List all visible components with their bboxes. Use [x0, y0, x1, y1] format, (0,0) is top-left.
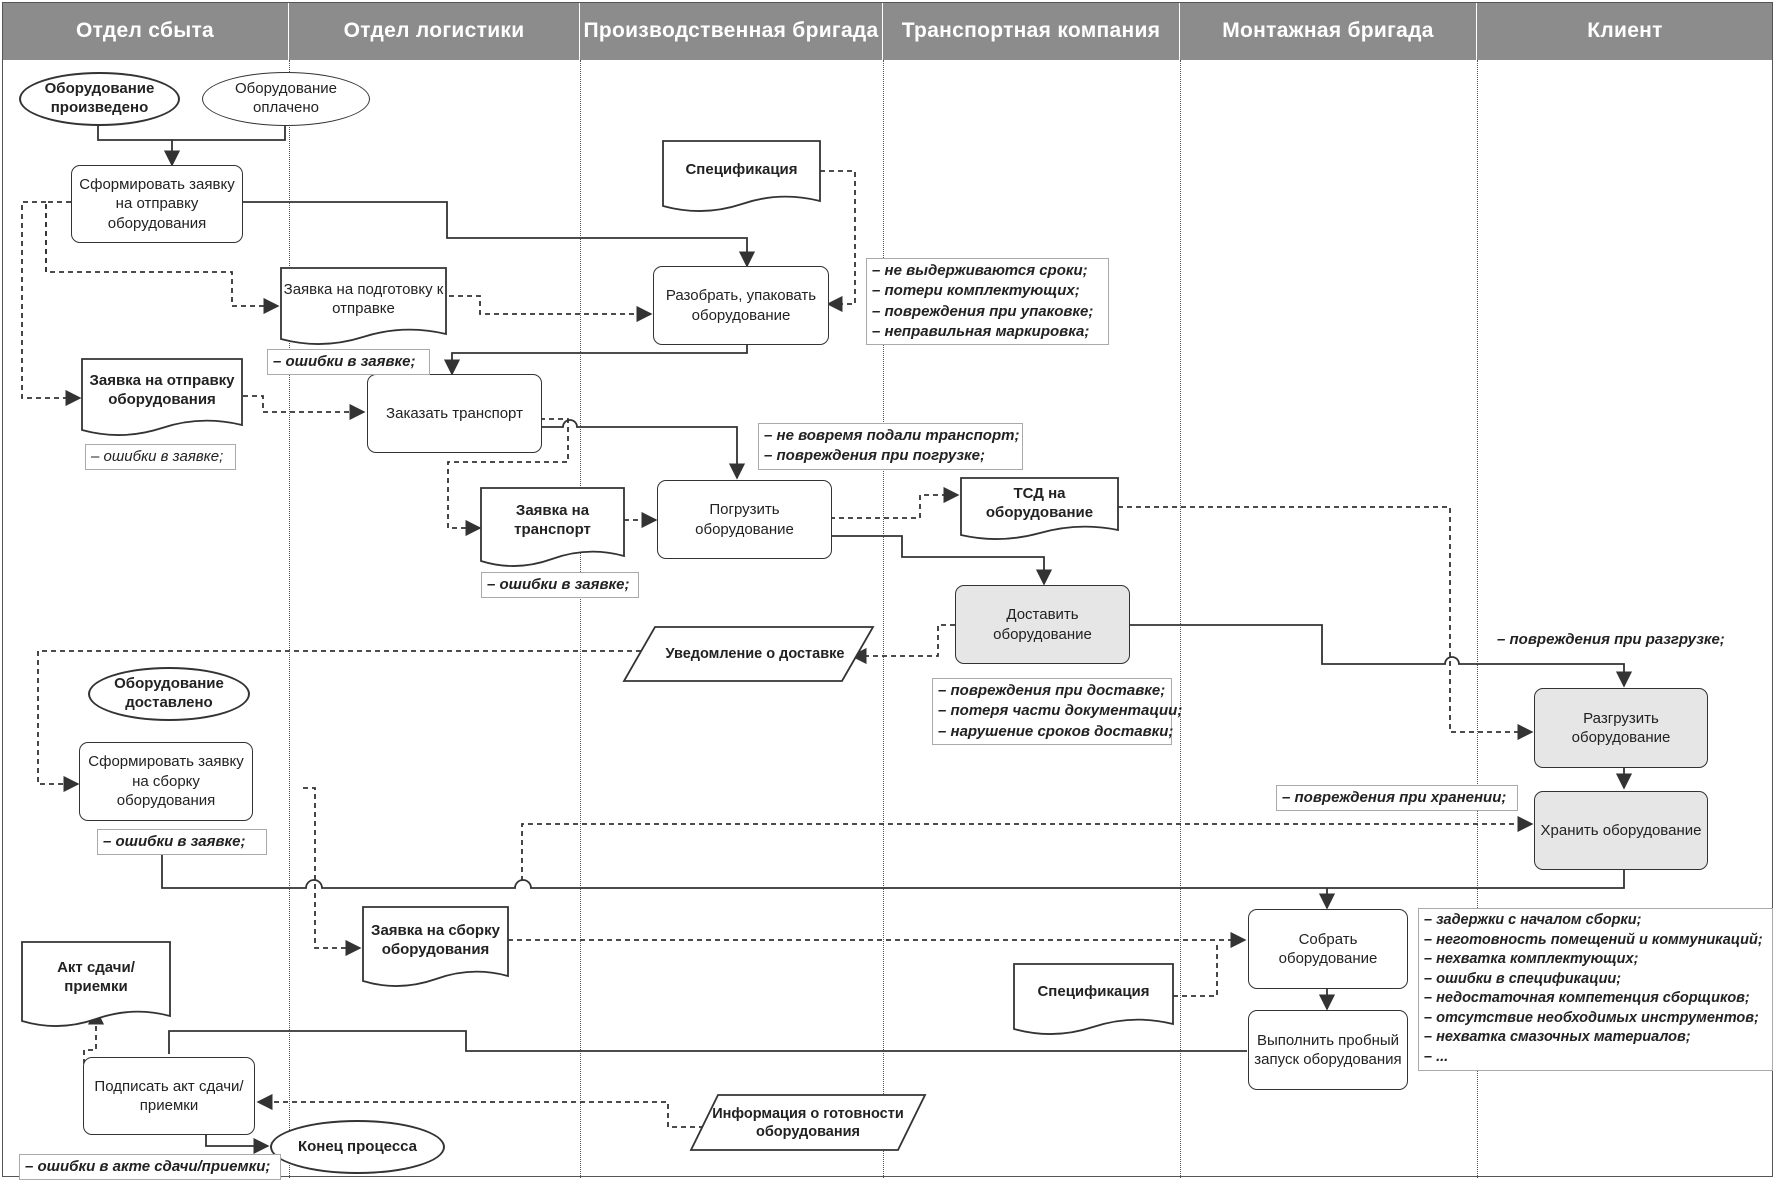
flow-line: [168, 1030, 1247, 1054]
lane-header-logistics: Отдел логистики: [289, 2, 580, 60]
flow-line: [205, 1134, 270, 1155]
process-pack-equipment[interactable]: Разобрать, упаковать оборудование: [653, 266, 829, 345]
document-transport-request: Заявка на транспорт: [514, 502, 591, 538]
process-order-transport[interactable]: Заказать транспорт: [367, 374, 542, 453]
flow-line: [830, 535, 1053, 586]
info-line: [830, 486, 960, 519]
info-line: [820, 170, 856, 313]
flow-line: [1130, 624, 1633, 688]
info-line: [45, 201, 280, 315]
note-act-error: – ошибки в акте сдачи/приемки;: [19, 1154, 281, 1180]
note-transport-request-error: – ошибки в заявке;: [481, 572, 639, 599]
process-deliver-equipment[interactable]: Доставить оборудование: [955, 585, 1130, 664]
document-shape: [480, 487, 625, 567]
info-line: [447, 418, 569, 537]
info-line: [256, 1093, 713, 1128]
note-line: – неправильная маркировка;: [872, 322, 1090, 340]
note-storage-risk: – повреждения при хранении;: [1276, 785, 1518, 812]
lane-header-sales: Отдел сбыта: [2, 2, 289, 60]
note-assembly-request-error: – ошибки в заявке;: [97, 829, 267, 856]
info-line: [1118, 506, 1534, 741]
process-load-equipment[interactable]: Погрузить оборудование: [657, 480, 832, 559]
info-line: [850, 624, 955, 665]
process-form-shipping-request[interactable]: Сформировать заявку на отправку оборудов…: [71, 165, 243, 243]
document-shape: [280, 267, 447, 345]
note-load-risks: – не вовремя подали транспорт; – поврежд…: [758, 423, 1023, 470]
process-unload-equipment[interactable]: Разгрузить оборудование: [1534, 688, 1708, 768]
info-line: [243, 395, 366, 421]
document-shape: [662, 140, 821, 212]
event-produced: Оборудование произведено: [19, 72, 180, 126]
event-delivered: Оборудование доставлено: [88, 667, 250, 721]
lane-divider: [1180, 60, 1181, 1178]
process-assemble-equipment[interactable]: Собрать оборудование: [1248, 909, 1408, 989]
document-shape: [960, 477, 1119, 540]
info-line: [303, 787, 362, 957]
note-prep-request-error: – ошибки в заявке;: [267, 349, 430, 376]
note-delivery-risks: – повреждения при доставке; – потеря час…: [932, 678, 1182, 745]
data-delivery-notice: Уведомление о доставке: [665, 645, 845, 662]
flow-line: [97, 120, 181, 167]
document-assembly-request: Заявка на сборку оборудования: [371, 922, 500, 958]
note-line: – потери комплектующих;: [872, 282, 1080, 300]
lane-divider: [289, 60, 290, 1178]
process-store-equipment[interactable]: Хранить оборудование: [1534, 791, 1708, 870]
lane-header-transport: Транспортная компания: [883, 2, 1180, 60]
document-tsd: ТСД на оборудование: [985, 485, 1094, 521]
info-line: [83, 1008, 105, 1100]
document-shape: [81, 358, 243, 436]
document-specification: Спецификация: [685, 160, 798, 178]
flow-line: [443, 340, 748, 376]
document-specification-2: Спецификация: [1037, 982, 1150, 1000]
data-readiness-info: Информация о готовности оборудования: [712, 1105, 904, 1140]
document-prep-request: Заявка на подготовку к отправке: [283, 281, 444, 317]
flow-line: [241, 201, 756, 268]
lane-header-assembly: Монтажная бригада: [1180, 2, 1477, 60]
flow-line: [161, 838, 1625, 889]
info-line: [21, 201, 82, 407]
document-shipping-request: Заявка на отправку оборудования: [89, 372, 235, 408]
lane-divider: [1477, 60, 1478, 1178]
note-assembly-risks: – задержки с началом сборки; – неготовно…: [1418, 908, 1773, 1071]
document-shape: [1013, 963, 1174, 1035]
info-line: [440, 295, 653, 323]
event-end: Конец процесса: [270, 1120, 445, 1174]
note-pack-risks: – не выдерживаются сроки; – потери компл…: [866, 258, 1109, 345]
flow-line: [172, 122, 286, 141]
info-line: [37, 650, 668, 793]
document-shape: [21, 941, 171, 1027]
info-line: [521, 815, 1534, 881]
lane-divider: [883, 60, 884, 1178]
flow-line: [540, 419, 746, 480]
process-form-assembly-request[interactable]: Сформировать заявку на сборку оборудован…: [79, 742, 253, 821]
note-shipping-request-error: – ошибки в заявке;: [85, 444, 236, 471]
data-shape: [689, 1094, 927, 1151]
note-line: – не выдерживаются сроки;: [872, 262, 1088, 279]
lane-divider: [580, 60, 581, 1178]
lane-header-production: Производственная бригада: [580, 2, 883, 60]
document-acceptance-act: Акт сдачи/приемки: [57, 959, 135, 995]
data-shape: [622, 626, 875, 682]
lane-header-client: Клиент: [1477, 2, 1773, 60]
event-paid: Оборудование оплачено: [202, 72, 370, 126]
process-trial-run[interactable]: Выполнить пробный запуск оборудования: [1248, 1010, 1408, 1090]
note-unload-risk: – повреждения при разгрузке;: [1497, 631, 1725, 648]
document-shape: [362, 906, 509, 987]
process-sign-act[interactable]: Подписать акт сдачи/приемки: [83, 1057, 255, 1135]
note-line: – повреждения при упаковке;: [872, 302, 1094, 320]
